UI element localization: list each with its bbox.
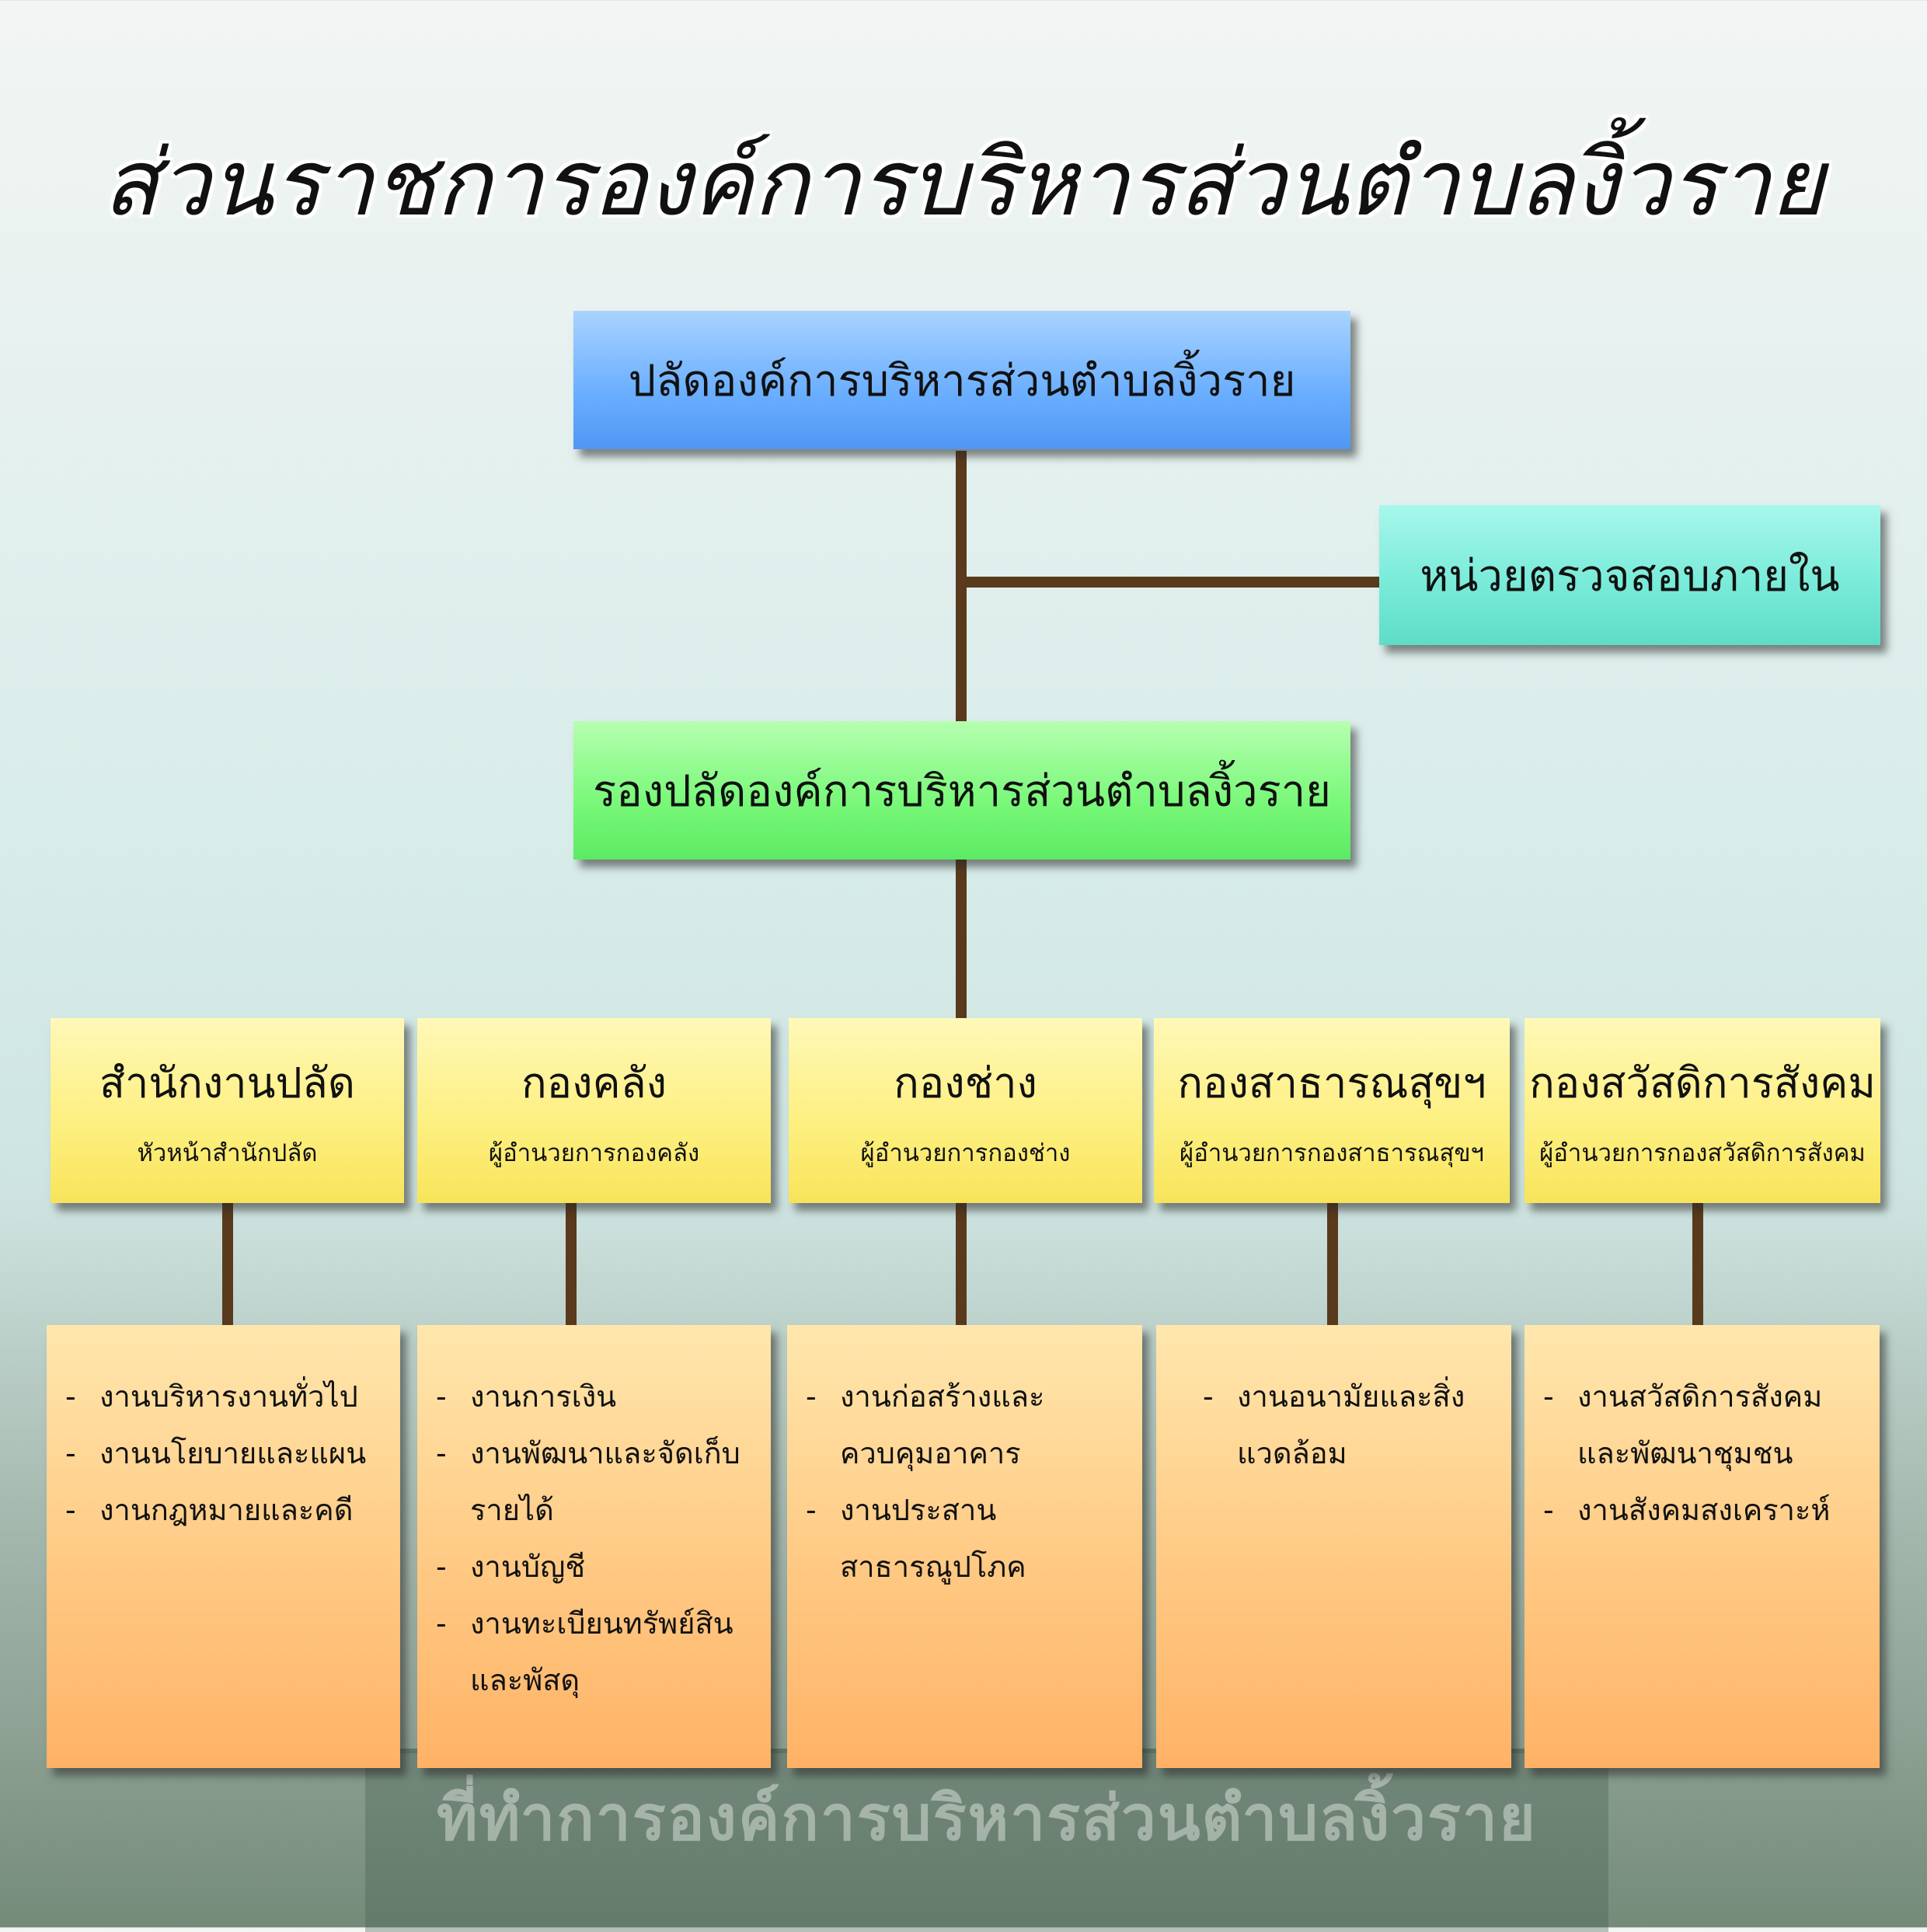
task-item: งานสวัสดิการสังคมและพัฒนาชุมชน	[1543, 1369, 1864, 1482]
department-head: ผู้อำนวยการกองสาธารณสุขฯ	[1180, 1139, 1484, 1167]
connector-deputy-vertical	[956, 859, 967, 1018]
connector-dept-2	[566, 1203, 577, 1327]
department-head: ผู้อำนวยการกองคลัง	[488, 1139, 700, 1167]
chief-administrator-label: ปลัดองค์การบริหารส่วนตำบลงิ้วราย	[628, 355, 1296, 406]
department-box: กองคลัง ผู้อำนวยการกองคลัง	[417, 1018, 771, 1203]
task-item: งานการเงิน	[436, 1369, 755, 1425]
task-list: งานสวัสดิการสังคมและพัฒนาชุมชน งานสังคมส…	[1525, 1325, 1880, 1539]
connector-dept-4	[1327, 1203, 1338, 1327]
task-list-box: งานสวัสดิการสังคมและพัฒนาชุมชน งานสังคมส…	[1525, 1325, 1880, 1768]
deputy-administrator-label: รองปลัดองค์การบริหารส่วนตำบลงิ้วราย	[593, 765, 1331, 817]
department-box: กองช่าง ผู้อำนวยการกองช่าง	[789, 1018, 1142, 1203]
internal-audit-label: หน่วยตรวจสอบภายใน	[1420, 550, 1840, 602]
task-item: งานบัญชี	[436, 1539, 755, 1595]
department-name: กองคลัง	[521, 1058, 667, 1107]
department-name: สำนักงานปลัด	[99, 1058, 355, 1107]
department-name: กองช่าง	[894, 1058, 1037, 1107]
task-list: งานการเงิน งานพัฒนาและจัดเก็บรายได้ งานบ…	[417, 1325, 771, 1709]
task-item: งานอนามัยและสิ่งแวดล้อม	[1203, 1369, 1496, 1482]
task-list-box: งานก่อสร้างและควบคุมอาคาร งานประสานสาธาร…	[787, 1325, 1142, 1768]
department-name: กองสวัสดิการสังคม	[1529, 1058, 1876, 1107]
connector-dept-5	[1692, 1203, 1703, 1327]
background-sign: ที่ทำการองค์การบริหารส่วนตำบลงิ้วราย	[365, 1749, 1608, 1932]
task-item: งานทะเบียนทรัพย์สินและพัสดุ	[436, 1595, 755, 1709]
task-list: งานก่อสร้างและควบคุมอาคาร งานประสานสาธาร…	[787, 1325, 1142, 1595]
department-head: ผู้อำนวยการกองสวัสดิการสังคม	[1539, 1139, 1866, 1167]
task-item: งานพัฒนาและจัดเก็บรายได้	[436, 1425, 755, 1539]
task-item: งานประสานสาธารณูปโภค	[806, 1482, 1127, 1595]
task-item: งานนโยบายและแผน	[65, 1425, 366, 1482]
task-list-box: งานอนามัยและสิ่งแวดล้อม	[1156, 1325, 1511, 1768]
internal-audit-box: หน่วยตรวจสอบภายใน	[1379, 505, 1880, 645]
department-head: ผู้อำนวยการกองช่าง	[860, 1139, 1071, 1167]
department-name: กองสาธารณสุขฯ	[1177, 1058, 1486, 1107]
task-list-box: งานการเงิน งานพัฒนาและจัดเก็บรายได้ งานบ…	[417, 1325, 771, 1768]
chief-administrator-box: ปลัดองค์การบริหารส่วนตำบลงิ้วราย	[573, 311, 1350, 449]
connector-dept-1	[222, 1203, 233, 1327]
department-box: กองสวัสดิการสังคม ผู้อำนวยการกองสวัสดิกา…	[1525, 1018, 1880, 1203]
connector-dept-3	[956, 1203, 967, 1327]
task-list: งานอนามัยและสิ่งแวดล้อม	[1156, 1325, 1511, 1482]
task-list: งานบริหารงานทั่วไป งานนโยบายและแผน งานกฎ…	[47, 1325, 382, 1539]
task-item: งานบริหารงานทั่วไป	[65, 1369, 366, 1425]
connector-audit	[961, 577, 1379, 588]
department-head: หัวหน้าสำนักปลัด	[137, 1139, 318, 1167]
page-title: ส่วนราชการองค์การบริหารส่วนตำบลงิ้วราย	[103, 129, 1824, 236]
task-item: งานกฎหมายและคดี	[65, 1482, 366, 1539]
task-item: งานสังคมสงเคราะห์	[1543, 1482, 1864, 1539]
task-list-box: งานบริหารงานทั่วไป งานนโยบายและแผน งานกฎ…	[47, 1325, 400, 1768]
task-item: งานก่อสร้างและควบคุมอาคาร	[806, 1369, 1127, 1482]
deputy-administrator-box: รองปลัดองค์การบริหารส่วนตำบลงิ้วราย	[573, 721, 1350, 860]
background-sign-text: ที่ทำการองค์การบริหารส่วนตำบลงิ้วราย	[437, 1781, 1537, 1854]
department-box: กองสาธารณสุขฯ ผู้อำนวยการกองสาธารณสุขฯ	[1154, 1018, 1510, 1203]
department-box: สำนักงานปลัด หัวหน้าสำนักปลัด	[51, 1018, 404, 1203]
